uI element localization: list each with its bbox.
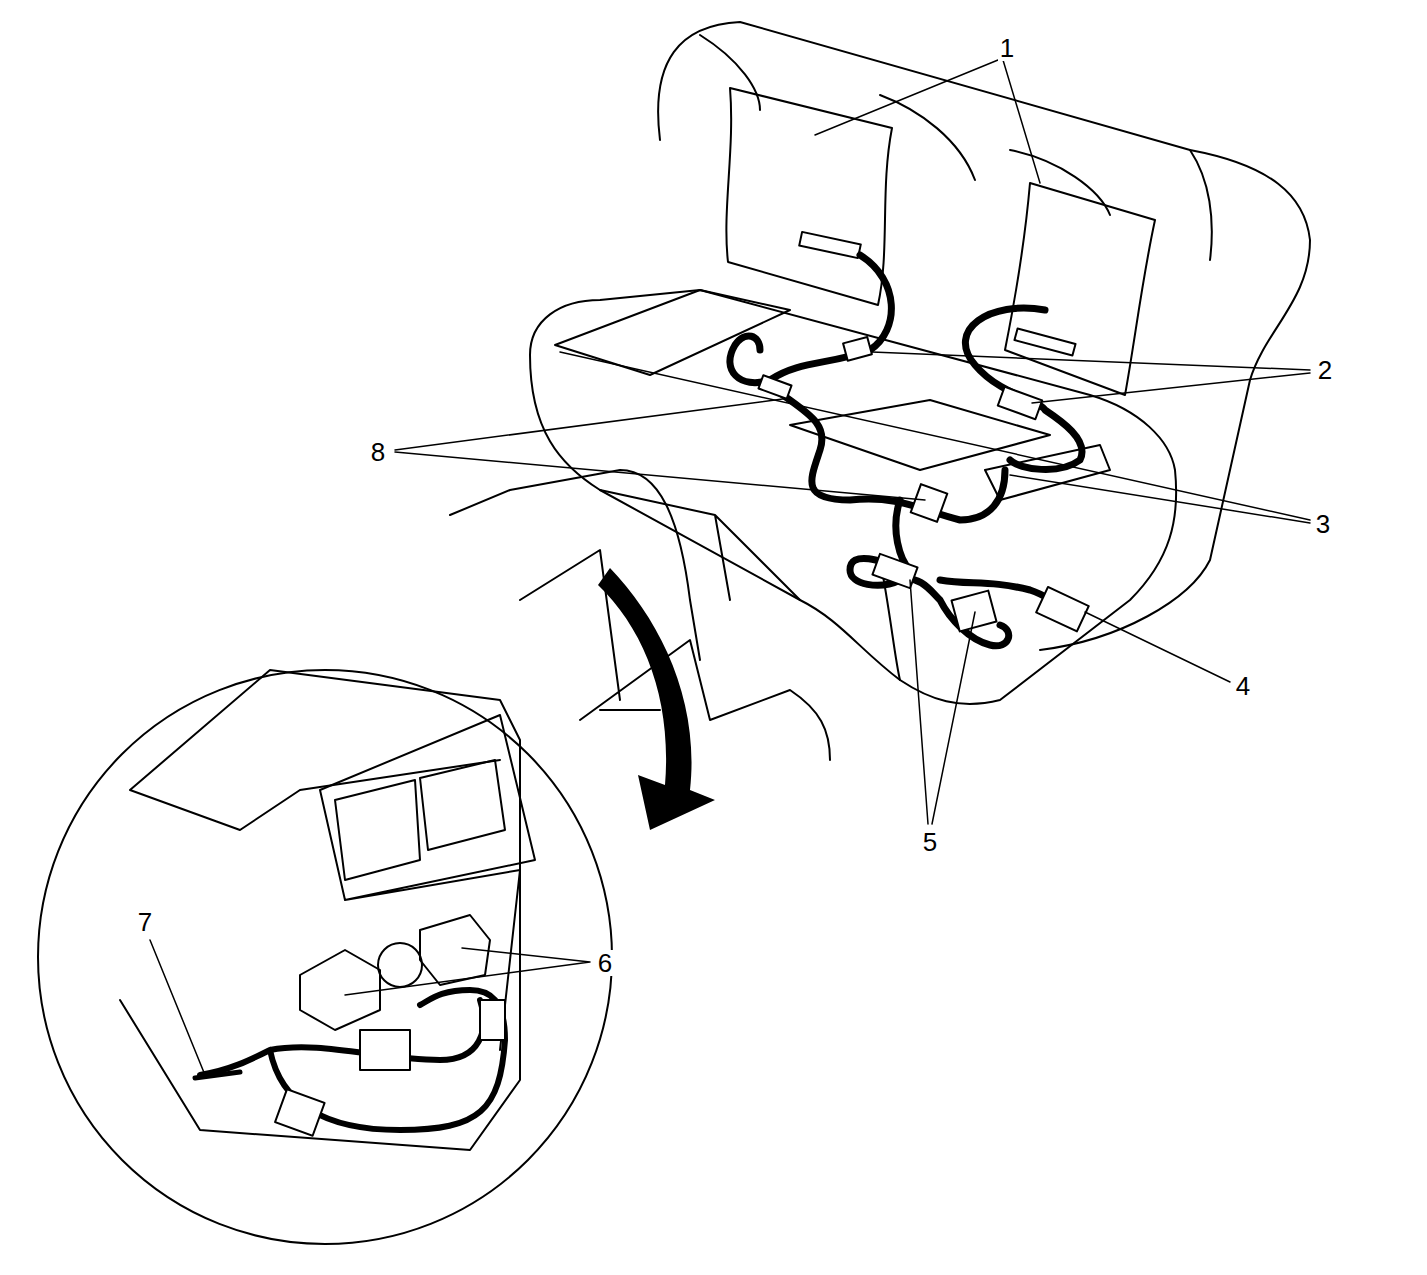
callout-number: 4 xyxy=(1234,673,1252,699)
seat-cushion-pocket xyxy=(555,290,1110,500)
console-body xyxy=(120,670,520,1150)
video-screen xyxy=(726,88,892,305)
console-connector xyxy=(360,1030,410,1070)
callout-number: 8 xyxy=(369,439,387,465)
screen-mount xyxy=(799,232,861,258)
leader-line xyxy=(150,60,1310,1075)
callout-number: 5 xyxy=(921,829,939,855)
seat-cushion xyxy=(530,290,1176,704)
antenna-lead xyxy=(195,1072,240,1078)
callout-number: 3 xyxy=(1314,511,1332,537)
callout-number: 1 xyxy=(998,35,1016,61)
console-connector xyxy=(275,1089,325,1136)
detail-circle xyxy=(38,670,612,1244)
screen-mount xyxy=(1014,328,1075,355)
wiring-harness xyxy=(730,255,1082,646)
callout-number: 6 xyxy=(596,950,614,976)
callout-number: 2 xyxy=(1316,357,1334,383)
console-connector xyxy=(480,1000,505,1040)
view-arrow xyxy=(598,568,715,830)
console-harness xyxy=(200,990,505,1130)
console-knob xyxy=(378,943,422,987)
harness-connector xyxy=(759,337,1089,631)
console-switch xyxy=(300,915,490,1030)
seat-back-seam xyxy=(700,35,1212,260)
callout-number: 7 xyxy=(136,909,154,935)
